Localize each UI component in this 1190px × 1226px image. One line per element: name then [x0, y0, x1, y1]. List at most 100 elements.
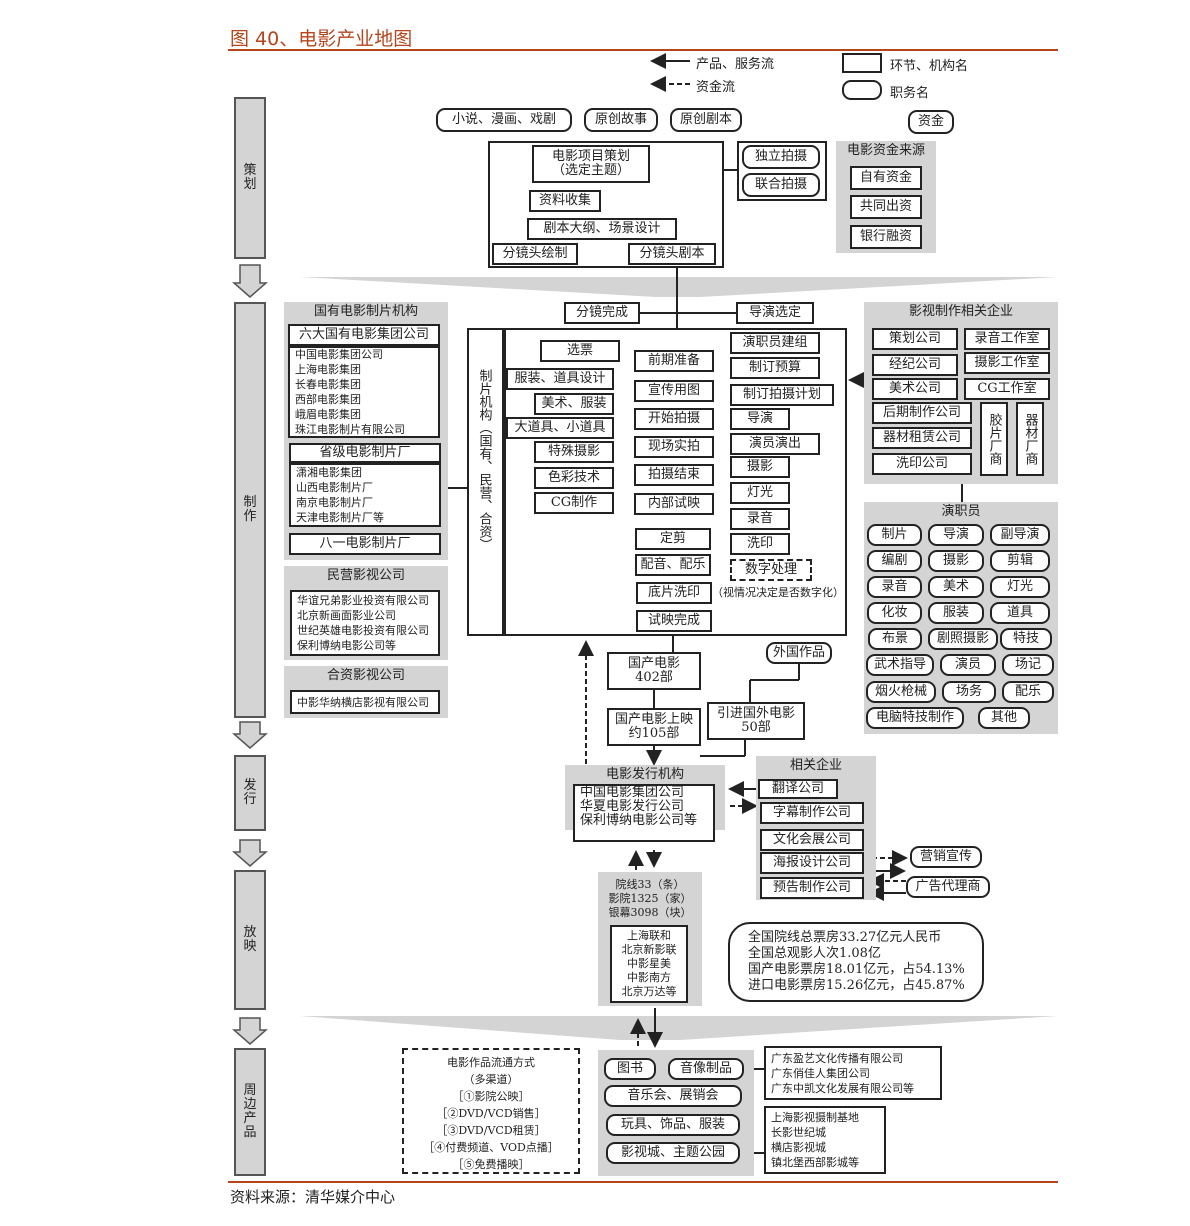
node-c5: 美术公司 — [872, 378, 958, 400]
node-prov_list: 潇湘电影集团 山西电影制片厂 南京电影制片厂 天津电影制片厂等 — [289, 463, 441, 527]
source-note: 资料来源：清华媒介中心 — [230, 1188, 396, 1206]
node-bayi: 八一电影制片厂 — [289, 533, 441, 555]
node-l1: 选票 — [540, 340, 620, 362]
node-parks: 上海影视摄制基地 长影世纪城 横店影视城 镇北堡西部影城等 — [764, 1106, 886, 1174]
node-c4: 摄影工作室 — [964, 352, 1050, 374]
node-c1: 策划公司 — [872, 328, 958, 350]
node-s2: 音像制品 — [668, 1058, 744, 1080]
node-p16: 武术指导 — [866, 654, 934, 676]
legend-product-flow: 产品、服务流 — [696, 57, 775, 72]
node-r10: 数字处理 — [730, 559, 812, 581]
node-storyboard_script: 分镜头剧本 — [628, 243, 716, 265]
node-cinema_list: 上海联和 北京新影联 中影星美 中影南方 北京万达等 — [610, 925, 688, 1003]
node-c11: 器材厂商 — [1016, 402, 1044, 476]
node-m5: 拍摄结束 — [634, 464, 714, 486]
node-l7: CG制作 — [534, 492, 614, 514]
legend-node: 环节、机构名 — [890, 59, 969, 74]
node-p23: 其他 — [978, 707, 1030, 729]
node-prov: 省级电影制片厂 — [289, 443, 441, 463]
node-m7: 定剪 — [635, 528, 711, 550]
node-jv_list: 中影华纳横店影视有限公司 — [290, 690, 440, 714]
node-p5: 摄影 — [928, 550, 984, 572]
node-p11: 服装 — [928, 602, 984, 624]
node-storyboard_draw: 分镜头绘制 — [492, 243, 578, 265]
node-private_list: 华谊兄弟影业投资有限公司 北京新画面影业公司 世纪英雄电影投资有限公司 保利博纳… — [290, 590, 440, 656]
node-p3: 副导演 — [990, 524, 1050, 546]
node-indep: 独立拍摄 — [742, 145, 820, 169]
node-six: 六大国有电影集团公司 — [288, 324, 440, 346]
stage-4: 周 边 产 品 — [234, 1048, 266, 1176]
node-p20: 场务 — [942, 681, 996, 703]
node-bank: 银行融资 — [850, 225, 922, 249]
node-r1: 演职员建组 — [730, 332, 820, 354]
node-c7: 后期制作公司 — [872, 402, 972, 424]
node-six_list: 中国电影集团公司 上海电影集团 长春电影集团 西部电影集团 峨眉电影集团 珠江电… — [288, 346, 440, 438]
node-p12: 道具 — [990, 602, 1050, 624]
node-foreign: 外国作品 — [766, 642, 832, 664]
node-r6: 摄影 — [730, 456, 790, 478]
node-sb_done: 分镜完成 — [564, 302, 640, 324]
node-p6: 剪辑 — [990, 550, 1050, 572]
node-m6: 内部试映 — [634, 493, 714, 515]
node-c6: CG工作室 — [964, 378, 1050, 400]
node-src1: 小说、漫画、戏剧 — [436, 108, 572, 132]
node-dom: 国产电影 402部 — [607, 652, 701, 690]
node-r7: 灯光 — [730, 482, 790, 504]
node-dir_sel: 导演选定 — [736, 302, 814, 324]
stage-3: 放 映 — [234, 870, 266, 1010]
node-m9: 底片洗印 — [636, 582, 712, 604]
node-c10: 胶片厂商 — [980, 402, 1008, 476]
node-p7: 录音 — [867, 576, 922, 598]
node-fund: 资金 — [908, 110, 954, 134]
stage-0: 策 划 — [234, 97, 266, 259]
node-p9: 灯光 — [990, 576, 1050, 598]
node-c9: 洗印公司 — [872, 453, 972, 475]
stage-2: 发 行 — [234, 755, 266, 831]
node-e5: 预告制作公司 — [760, 877, 864, 899]
node-av_cos: 广东盈艺文化传播有限公司 广东俏佳人集团公司 广东中凯文化发展有限公司等 — [764, 1046, 942, 1100]
node-channels: 电影作品流通方式 （多渠道） ［①影院公映］ ［②DVD/VCD销售］ ［③DV… — [402, 1048, 580, 1174]
node-p21: 配乐 — [1002, 681, 1054, 703]
node-src3: 原创剧本 — [670, 108, 742, 132]
node-collect: 资料收集 — [529, 190, 601, 212]
node-stats: 全国院线总票房33.27亿元人民币 全国总观影人次1.08亿 国产电影票房18.… — [728, 922, 984, 1002]
node-r_note: （视情况决定是否数字化） — [712, 586, 844, 599]
legend-role: 职务名 — [890, 86, 930, 101]
node-l6: 色彩技术 — [534, 467, 614, 489]
node-s5: 影视城、主题公园 — [606, 1142, 740, 1164]
node-p2: 导演 — [928, 524, 984, 546]
node-c2: 录音工作室 — [964, 328, 1050, 350]
node-joint: 联合拍摄 — [742, 173, 820, 197]
node-maker: 制片机构（国有、民营、合资） — [476, 369, 492, 551]
node-src2: 原创故事 — [584, 108, 658, 132]
node-r4: 导演 — [730, 408, 790, 430]
node-r5: 演员演出 — [730, 433, 820, 455]
node-p18: 场记 — [1002, 654, 1054, 676]
node-s1: 图书 — [604, 1058, 656, 1080]
node-s3: 音乐会、展销会 — [604, 1085, 742, 1107]
node-m1: 前期准备 — [634, 350, 714, 372]
stage-arrow — [232, 721, 268, 749]
node-e1: 翻译公司 — [758, 779, 838, 799]
node-r8: 录音 — [730, 508, 790, 530]
node-mkt: 营销宣传 — [910, 846, 982, 868]
node-e2: 字幕制作公司 — [760, 802, 864, 824]
node-p10: 化妆 — [867, 602, 922, 624]
node-c3: 经纪公司 — [872, 354, 958, 376]
node-m3: 开始拍摄 — [634, 408, 714, 430]
legend-role-box — [842, 80, 882, 100]
node-m4: 现场实拍 — [634, 436, 714, 458]
node-dom_rel: 国产电影上映 约105部 — [607, 708, 701, 746]
node-p22: 电脑特技制作 — [866, 707, 964, 729]
node-own: 自有资金 — [850, 166, 922, 190]
node-outline: 剧本大纲、场景设计 — [527, 218, 677, 240]
node-p4: 编剧 — [867, 550, 922, 572]
node-p1: 制片 — [867, 524, 922, 546]
node-s4: 玩具、饰品、服装 — [606, 1114, 740, 1136]
node-r2: 制订预算 — [730, 357, 820, 379]
node-c8: 器材租赁公司 — [872, 427, 972, 449]
node-ad: 广告代理商 — [906, 876, 990, 898]
legend-money-flow: 资金流 — [696, 80, 736, 95]
node-p15: 特技 — [1000, 628, 1052, 650]
